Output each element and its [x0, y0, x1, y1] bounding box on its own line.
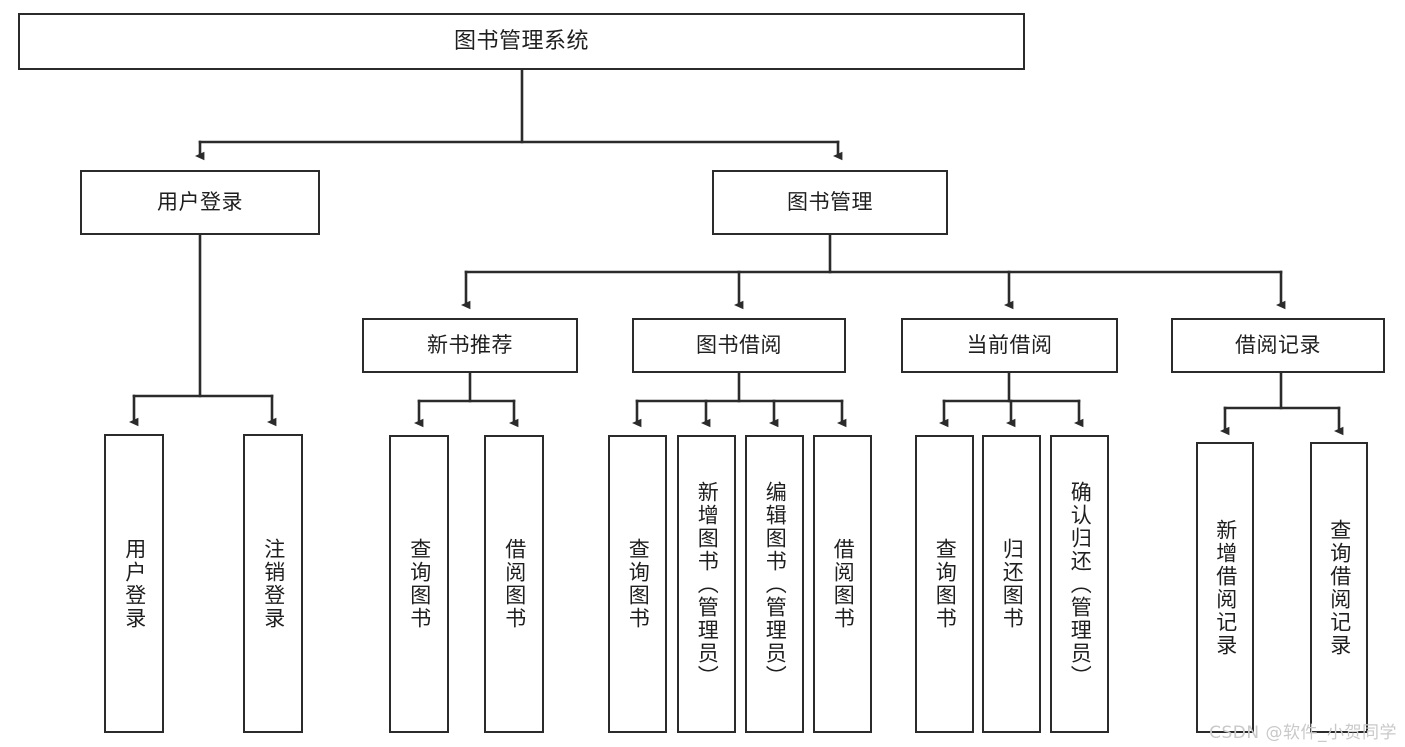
leaf-current-query-book[interactable]: 查询图书	[915, 435, 974, 733]
node-label: 归还图书	[1000, 538, 1025, 630]
node-label: 查询图书	[407, 538, 432, 630]
node-label: 图书管理	[787, 190, 873, 215]
node-label: 图书管理系统	[453, 28, 589, 54]
leaf-borrow-edit-book-admin[interactable]: 编辑图书（管理员）	[745, 435, 804, 733]
node-label: 借阅记录	[1235, 333, 1321, 358]
node-label: 图书借阅	[696, 333, 782, 358]
node-root[interactable]: 图书管理系统	[18, 13, 1025, 70]
leaf-borrow-add-book-admin[interactable]: 新增图书（管理员）	[677, 435, 736, 733]
leaf-user-login-logout[interactable]: 注销登录	[243, 434, 303, 733]
node-label: 新增借阅记录	[1213, 518, 1238, 657]
node-label: 确认归还（管理员）	[1068, 480, 1093, 688]
node-label: 查询借阅记录	[1327, 518, 1352, 657]
node-label: 查询图书	[933, 538, 958, 630]
node-label: 借阅图书	[502, 538, 527, 630]
leaf-new-book-borrow[interactable]: 借阅图书	[484, 435, 544, 733]
node-label: 新增图书（管理员）	[695, 480, 720, 688]
node-label: 用户登录	[157, 190, 243, 215]
node-label: 新书推荐	[427, 333, 513, 358]
csdn-watermark: CSDN @软件_小贺同学	[1209, 723, 1397, 743]
node-book-borrow[interactable]: 图书借阅	[632, 318, 846, 373]
node-book-management[interactable]: 图书管理	[712, 170, 948, 235]
leaf-borrow-borrow-book[interactable]: 借阅图书	[813, 435, 872, 733]
node-new-book-recommend[interactable]: 新书推荐	[362, 318, 578, 373]
leaf-record-query[interactable]: 查询借阅记录	[1310, 442, 1368, 733]
node-label: 查询图书	[626, 538, 651, 630]
node-borrow-record[interactable]: 借阅记录	[1171, 318, 1385, 373]
node-user-login[interactable]: 用户登录	[80, 170, 320, 235]
leaf-borrow-query-book[interactable]: 查询图书	[608, 435, 667, 733]
leaf-record-add[interactable]: 新增借阅记录	[1196, 442, 1254, 733]
node-current-borrow[interactable]: 当前借阅	[901, 318, 1118, 373]
leaf-user-login-login[interactable]: 用户登录	[104, 434, 164, 733]
leaf-new-book-query[interactable]: 查询图书	[389, 435, 449, 733]
node-label: 当前借阅	[966, 333, 1053, 358]
node-label: 用户登录	[122, 537, 147, 630]
node-label: 借阅图书	[831, 538, 856, 630]
leaf-current-confirm-return-admin[interactable]: 确认归还（管理员）	[1050, 435, 1109, 733]
node-label: 编辑图书（管理员）	[763, 480, 788, 688]
leaf-current-return-book[interactable]: 归还图书	[982, 435, 1041, 733]
node-label: 注销登录	[261, 537, 286, 630]
